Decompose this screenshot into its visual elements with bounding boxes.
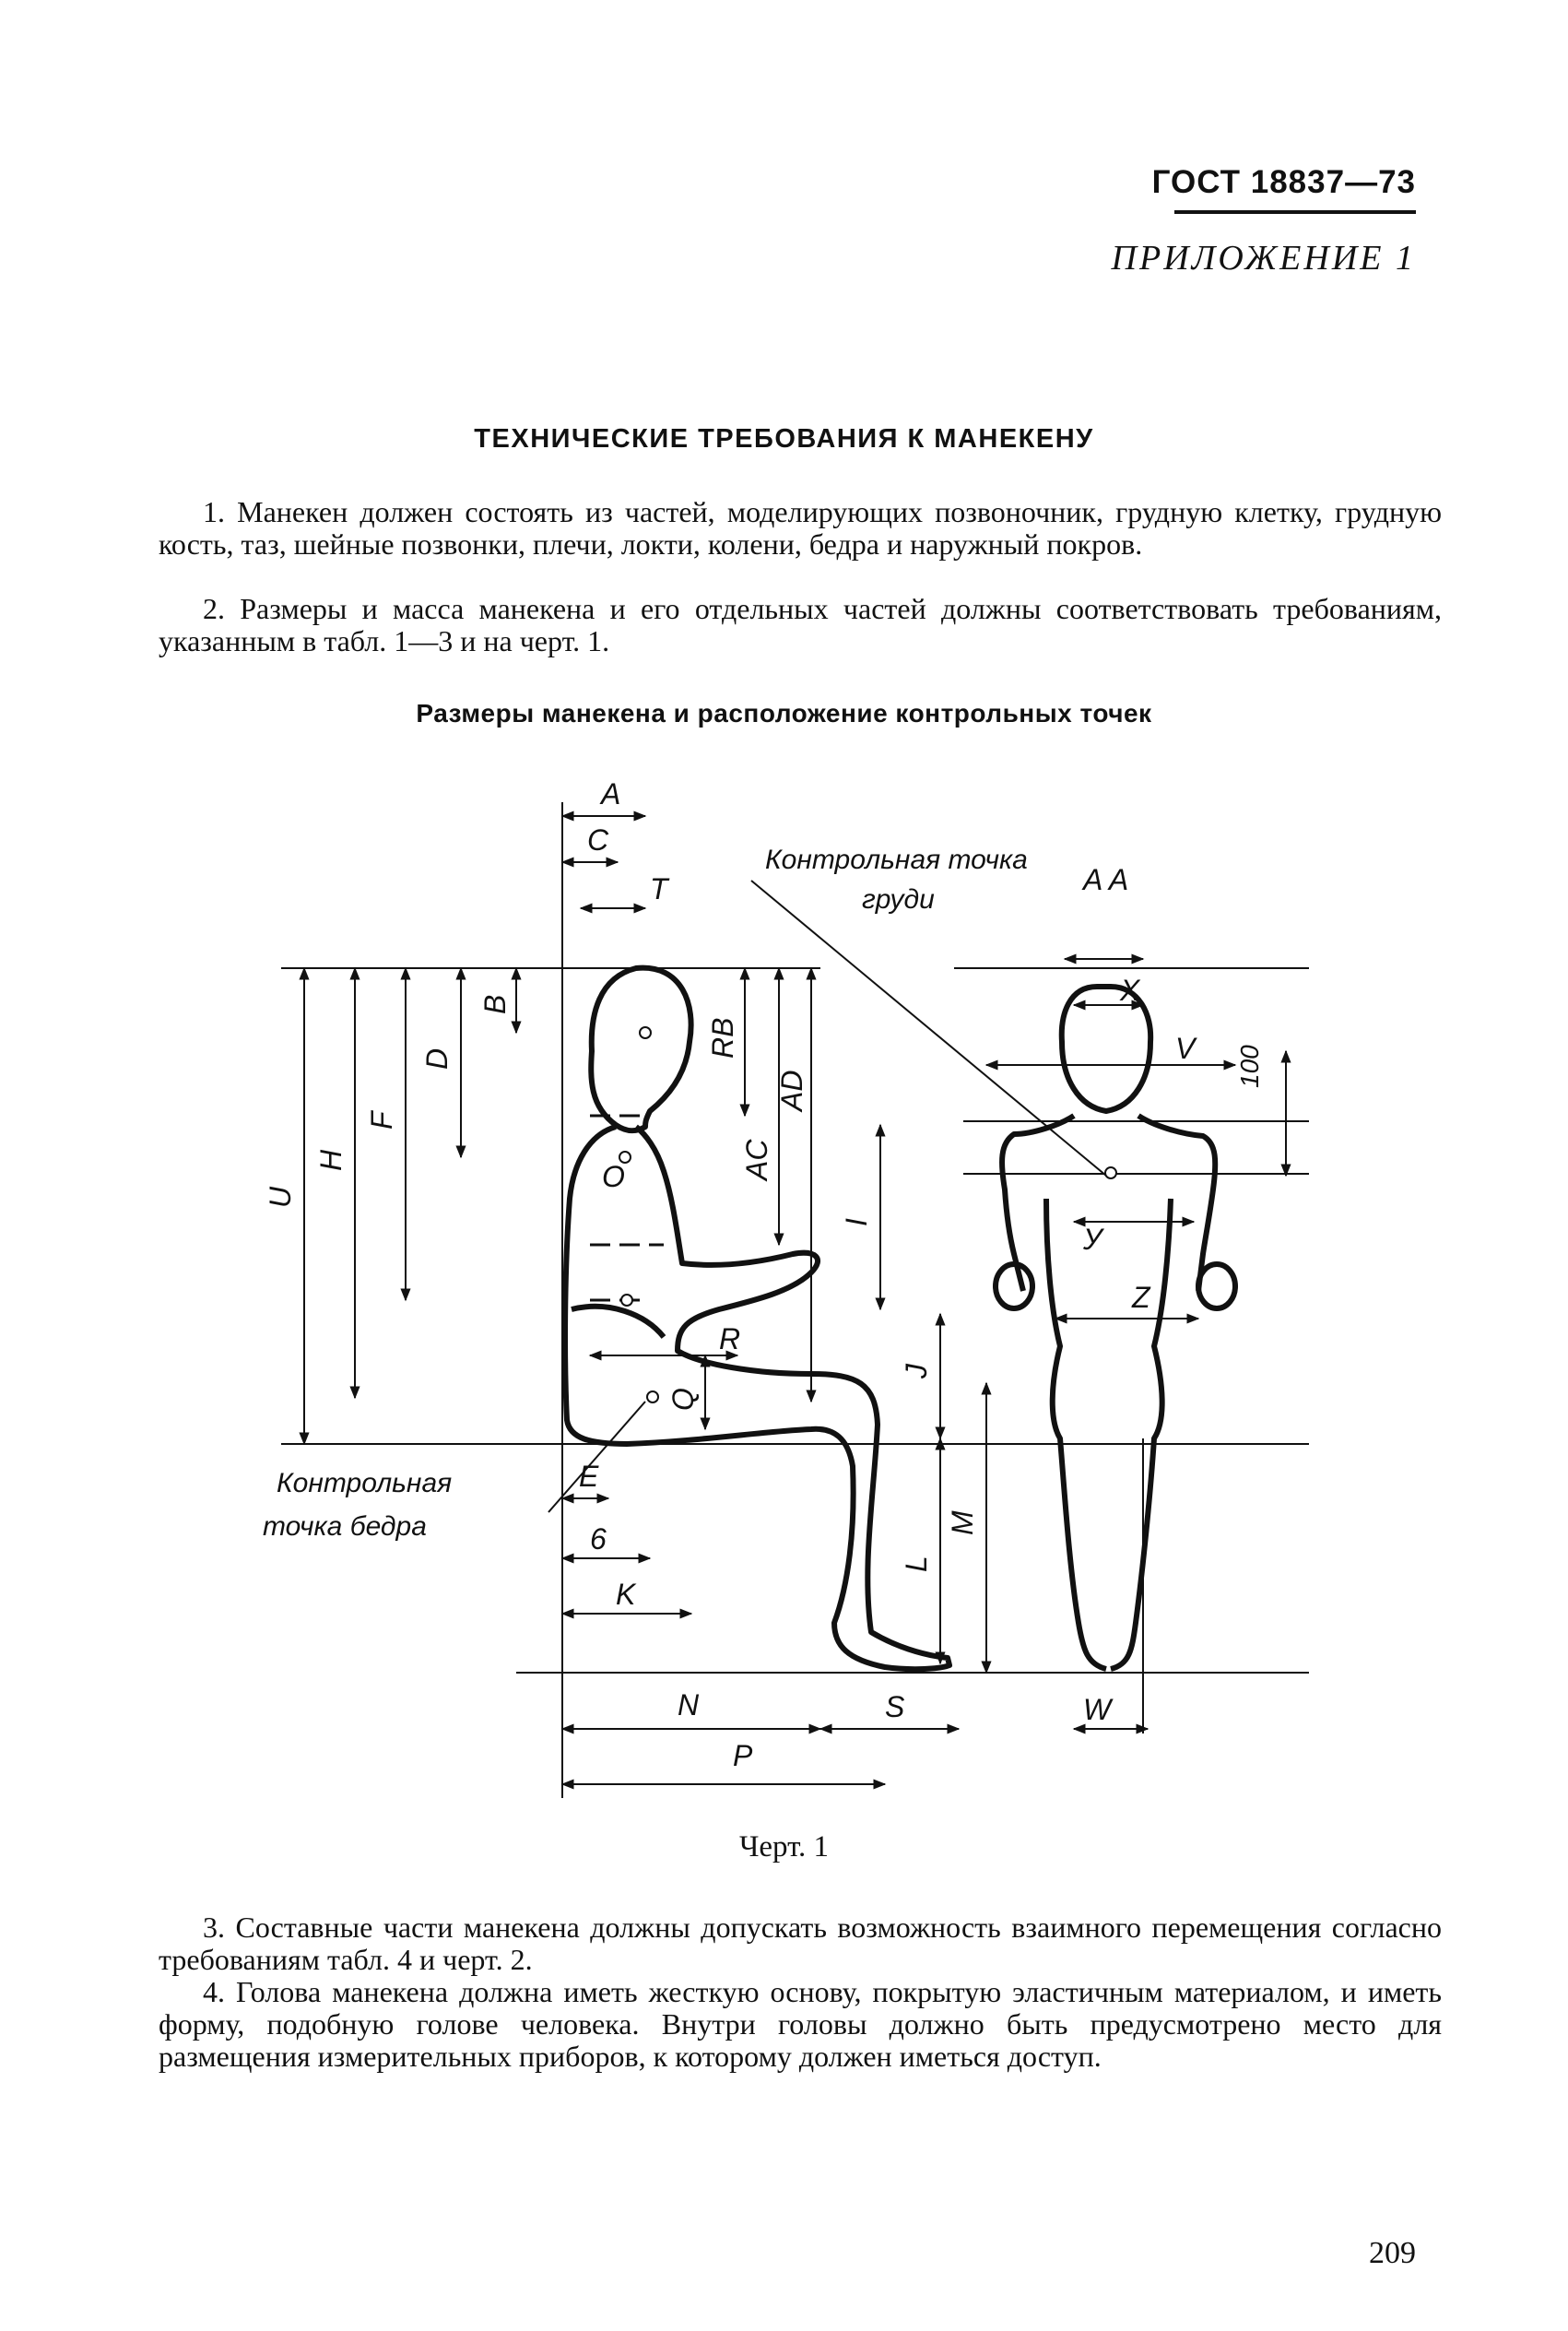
- label-A: A: [599, 777, 620, 811]
- figure-caption: Черт. 1: [738, 1830, 830, 1864]
- figure-subtitle: Размеры манекена и расположение контроль…: [416, 699, 1152, 728]
- paragraph-3: 3. Составные части манекена должны допус…: [159, 1911, 1442, 1976]
- label-P: P: [733, 1739, 753, 1772]
- label-L: L: [900, 1556, 933, 1572]
- label-AD: AD: [775, 1071, 808, 1113]
- label-M: M: [946, 1510, 979, 1535]
- chest-point-label-2: груди: [862, 884, 935, 915]
- chest-point-label-1: Контрольная точка: [765, 845, 1028, 875]
- label-T: T: [650, 872, 670, 905]
- paragraph-1: 1. Манекен должен состоять из частей, мо…: [159, 495, 1442, 561]
- side-view-inner-lines: [590, 1114, 664, 1302]
- section-title: ТЕХНИЧЕСКИЕ ТРЕБОВАНИЯ К МАНЕКЕНУ: [474, 424, 1094, 454]
- label-W: W: [1083, 1693, 1114, 1726]
- label-AC: AC: [740, 1139, 773, 1182]
- dimension-labels: A C T A A X V 100 B RB AD D F H U AC O I…: [264, 777, 1264, 1772]
- dimension-lines: [299, 811, 1291, 1790]
- hip-point-label-2: точка бедра: [263, 1511, 427, 1542]
- label-N: N: [678, 1688, 700, 1722]
- label-AA: A A: [1081, 863, 1128, 896]
- callout-labels: Контрольная точка груди Контрольная точк…: [263, 845, 1028, 1542]
- header-rule: [1174, 210, 1416, 214]
- label-D: D: [420, 1048, 454, 1070]
- label-R: R: [719, 1322, 740, 1355]
- label-K: K: [616, 1578, 637, 1611]
- label-V: V: [1175, 1032, 1197, 1065]
- label-O: O: [602, 1160, 625, 1193]
- control-points: [619, 1026, 1117, 1403]
- label-RB: RB: [706, 1018, 739, 1059]
- page-number: 209: [1369, 2236, 1416, 2270]
- paragraph-2: 2. Размеры и масса манекена и его отдель…: [159, 592, 1442, 657]
- label-H: H: [314, 1149, 348, 1171]
- label-I: I: [840, 1218, 873, 1226]
- label-B: B: [478, 995, 512, 1014]
- paragraph-4: 4. Голова манекена должна иметь жесткую …: [159, 1975, 1442, 2073]
- side-view-mannequin: [562, 964, 952, 1673]
- reference-lines: [281, 802, 1309, 1798]
- label-F: F: [365, 1109, 398, 1130]
- label-Q: Q: [666, 1388, 700, 1411]
- standard-code: ГОСТ 18837—73: [1151, 164, 1416, 200]
- appendix-label: ПРИЛОЖЕНИЕ 1: [1111, 239, 1416, 278]
- hip-point-label-1: Контрольная: [277, 1468, 452, 1498]
- label-100: 100: [1235, 1045, 1264, 1088]
- label-6: 6: [590, 1522, 607, 1556]
- label-C: C: [587, 823, 609, 857]
- label-Z: Z: [1131, 1281, 1151, 1314]
- front-view-mannequin: [993, 984, 1238, 1672]
- label-U: U: [264, 1186, 297, 1208]
- label-S: S: [885, 1690, 904, 1723]
- label-E: E: [579, 1460, 599, 1493]
- label-Y: У: [1082, 1223, 1105, 1256]
- label-X: X: [1119, 974, 1141, 1007]
- label-J: J: [900, 1363, 933, 1379]
